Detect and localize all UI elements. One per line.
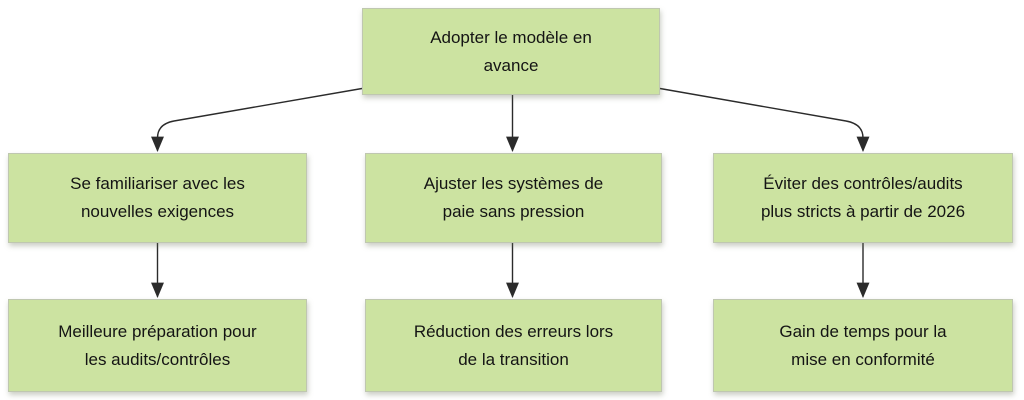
node-label: Réduction des erreurs lors de la transit… [413,321,614,369]
node-reduction-erreurs-transition: Réduction des erreurs lors de la transit… [365,299,662,392]
node-adopter-modele-en-avance: Adopter le modèle en avance [362,8,660,95]
node-meilleure-preparation-audits: Meilleure préparation pour les audits/co… [8,299,307,392]
node-label: Ajuster les systèmes de paie sans pressi… [423,174,604,221]
node-label: Meilleure préparation pour les audits/co… [58,321,257,369]
node-label: Adopter le modèle en avance [430,27,592,75]
node-label: Se familiariser avec les nouvelles exige… [70,174,245,221]
node-gain-temps-conformite: Gain de temps pour la mise en conformité [713,299,1013,392]
node-label: Gain de temps pour la mise en conformité [779,321,947,369]
node-label: Éviter des contrôles/audits plus stricts… [760,174,966,221]
arrow-root-to-left [151,87,363,153]
node-eviter-controles-stricts: Éviter des contrôles/audits plus stricts… [713,153,1013,243]
node-ajuster-systemes-paie: Ajuster les systèmes de paie sans pressi… [365,153,662,243]
arrow-root-to-right [659,87,870,153]
node-se-familiariser-exigences: Se familiariser avec les nouvelles exige… [8,153,307,243]
